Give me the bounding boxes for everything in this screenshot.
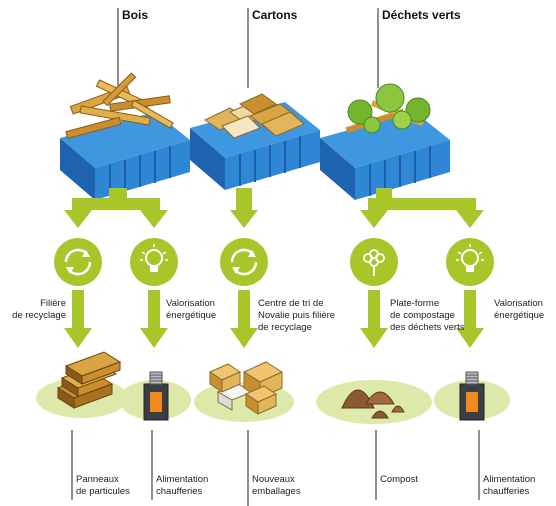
recycle-icon xyxy=(220,238,268,286)
recycle-icon xyxy=(54,238,102,286)
category-leaders xyxy=(117,8,379,88)
container-bois xyxy=(60,72,190,200)
container-dechets xyxy=(320,83,450,200)
boiler-icon xyxy=(459,371,485,421)
cardboard-pile xyxy=(203,93,305,139)
container-cartons xyxy=(190,93,320,190)
process-label-valorisation-energetique: Valorisation énergétique xyxy=(166,298,217,321)
bulb-icon xyxy=(130,238,178,286)
green-waste-pile xyxy=(345,83,431,134)
output-label-panneaux: Panneaux de particules xyxy=(76,474,130,497)
output-label-nouveaux-emballages: Nouveaux emballages xyxy=(252,474,301,497)
output-leaders xyxy=(71,430,480,506)
particle-board-stack xyxy=(56,351,122,409)
output-label-compost: Compost xyxy=(380,474,419,485)
boiler-icon xyxy=(143,371,169,421)
process-label-plate-forme-compostage: Plate-forme de compostage des déchets ve… xyxy=(390,298,465,333)
plant-icon xyxy=(350,238,398,286)
output-label-alimentation-chaufferies-2: Alimentation chaufferies xyxy=(483,474,536,497)
output-label-alimentation-chaufferies: Alimentation chaufferies xyxy=(156,474,209,497)
process-label-centre-de-tri: Centre de tri de Novalie puis filière de… xyxy=(258,298,336,333)
category-dechets-verts: Déchets verts xyxy=(382,8,461,22)
cardboard-boxes xyxy=(208,361,284,415)
category-cartons: Cartons xyxy=(252,8,298,22)
bulb-icon xyxy=(446,238,494,286)
process-label-filiere-recyclage: Filière de recyclage xyxy=(12,298,66,321)
compost-mounds xyxy=(341,389,405,419)
category-bois: Bois xyxy=(122,8,149,22)
arrows xyxy=(64,188,484,348)
process-label-valorisation-energetique-2: Valorisation énergétique xyxy=(494,298,545,321)
wood-pile xyxy=(65,72,174,140)
